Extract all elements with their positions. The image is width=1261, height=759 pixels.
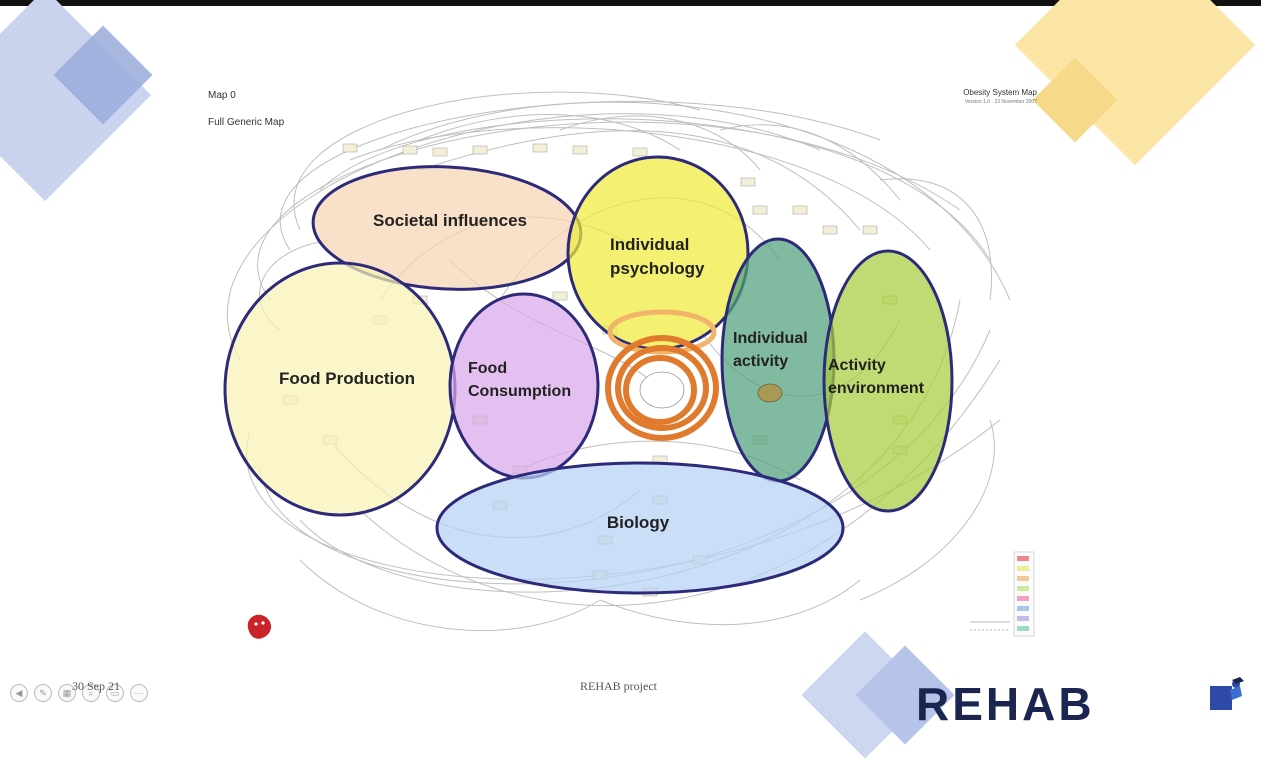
map-node: [402, 145, 418, 155]
core-ring: [623, 355, 697, 425]
cluster-label-line: psychology: [610, 259, 705, 278]
map-link: [859, 419, 995, 601]
cluster-environment: [822, 249, 954, 513]
map-link: [719, 124, 901, 201]
cluster-label-psychology: Individual psychology: [610, 235, 705, 278]
cluster-label-production: Food Production: [279, 369, 415, 388]
map-id: Map 0: [208, 90, 236, 101]
pen-icon[interactable]: ✎: [34, 684, 52, 702]
cluster-label-line: Individual: [733, 330, 808, 347]
map-link: [349, 127, 931, 251]
map-node: [752, 205, 768, 215]
map-node: [532, 143, 548, 153]
map-link: [419, 114, 681, 151]
core-ring: [607, 309, 717, 355]
cluster-production: [223, 261, 457, 517]
cluster-label-line: Societal influences: [373, 211, 527, 230]
more-icon[interactable]: ⋯: [130, 684, 148, 702]
cluster-label-line: Food Production: [279, 369, 415, 388]
core-ring: [615, 345, 709, 431]
footer-date: 30 Sep 21: [72, 679, 120, 693]
prev-slide-icon[interactable]: ◀: [10, 684, 28, 702]
map-node: [472, 145, 488, 155]
map-name: Full Generic Map: [208, 117, 285, 128]
map-node: [740, 177, 756, 187]
map-node: [792, 205, 808, 215]
map-node: [632, 147, 648, 157]
map-link: [226, 113, 821, 361]
map-legend: [970, 551, 1035, 637]
cluster-label-line: Individual: [610, 235, 689, 254]
map-link: [599, 579, 861, 626]
map-link: [379, 101, 1011, 301]
activity-node: [757, 383, 783, 403]
core-node: [639, 371, 685, 409]
map-node: [552, 291, 568, 301]
map-node: [432, 147, 448, 157]
slide-controls: ◀ ✎ ▦ ⌕ ▭ ⋯: [10, 684, 148, 702]
footer-project: REHAB project: [580, 679, 657, 693]
top-bar: [0, 0, 1261, 6]
map-node: [862, 225, 878, 235]
cluster-label-line: activity: [733, 353, 788, 370]
cluster-label-environment: Activity environment: [828, 357, 925, 397]
grid-icon[interactable]: ▦: [58, 684, 76, 702]
map-link: [299, 559, 601, 632]
map-link: [246, 419, 1001, 580]
zoom-icon[interactable]: ⌕: [82, 684, 100, 702]
red-blob-logo: [247, 614, 272, 639]
map-link: [879, 178, 992, 301]
map-link: [559, 115, 761, 171]
cluster-label-line: environment: [828, 380, 925, 397]
map-link: [257, 121, 961, 301]
cluster-group: [223, 155, 954, 595]
cluster-label-activity: Individual activity: [733, 330, 808, 370]
screen-icon[interactable]: ▭: [106, 684, 124, 702]
map-link: [279, 100, 881, 251]
brand-wordmark: REHAB: [916, 678, 1095, 730]
map-link: [319, 118, 991, 261]
cluster-label-societal: Societal influences: [373, 211, 527, 230]
map-link: [419, 130, 861, 231]
cluster-label-line: Consumption: [468, 383, 571, 400]
map-link: [293, 91, 701, 231]
core-ring: [605, 335, 719, 441]
cluster-label-biology: Biology: [607, 513, 670, 532]
map-version: Version 1.0 · 23 November 2007: [965, 99, 1037, 105]
graduate-figure-icon: [1210, 677, 1244, 710]
map-title-block: Obesity System Map Version 1.0 · 23 Nove…: [963, 88, 1037, 105]
map-title: Obesity System Map: [963, 88, 1037, 97]
cluster-label-line: Activity: [828, 357, 886, 374]
core-loop: [605, 309, 783, 441]
cluster-label-line: Biology: [607, 513, 670, 532]
cluster-biology: [435, 461, 845, 595]
map-node: [572, 145, 588, 155]
map-node: [342, 143, 358, 153]
map-node: [822, 225, 838, 235]
cluster-label-line: Food: [468, 360, 507, 377]
